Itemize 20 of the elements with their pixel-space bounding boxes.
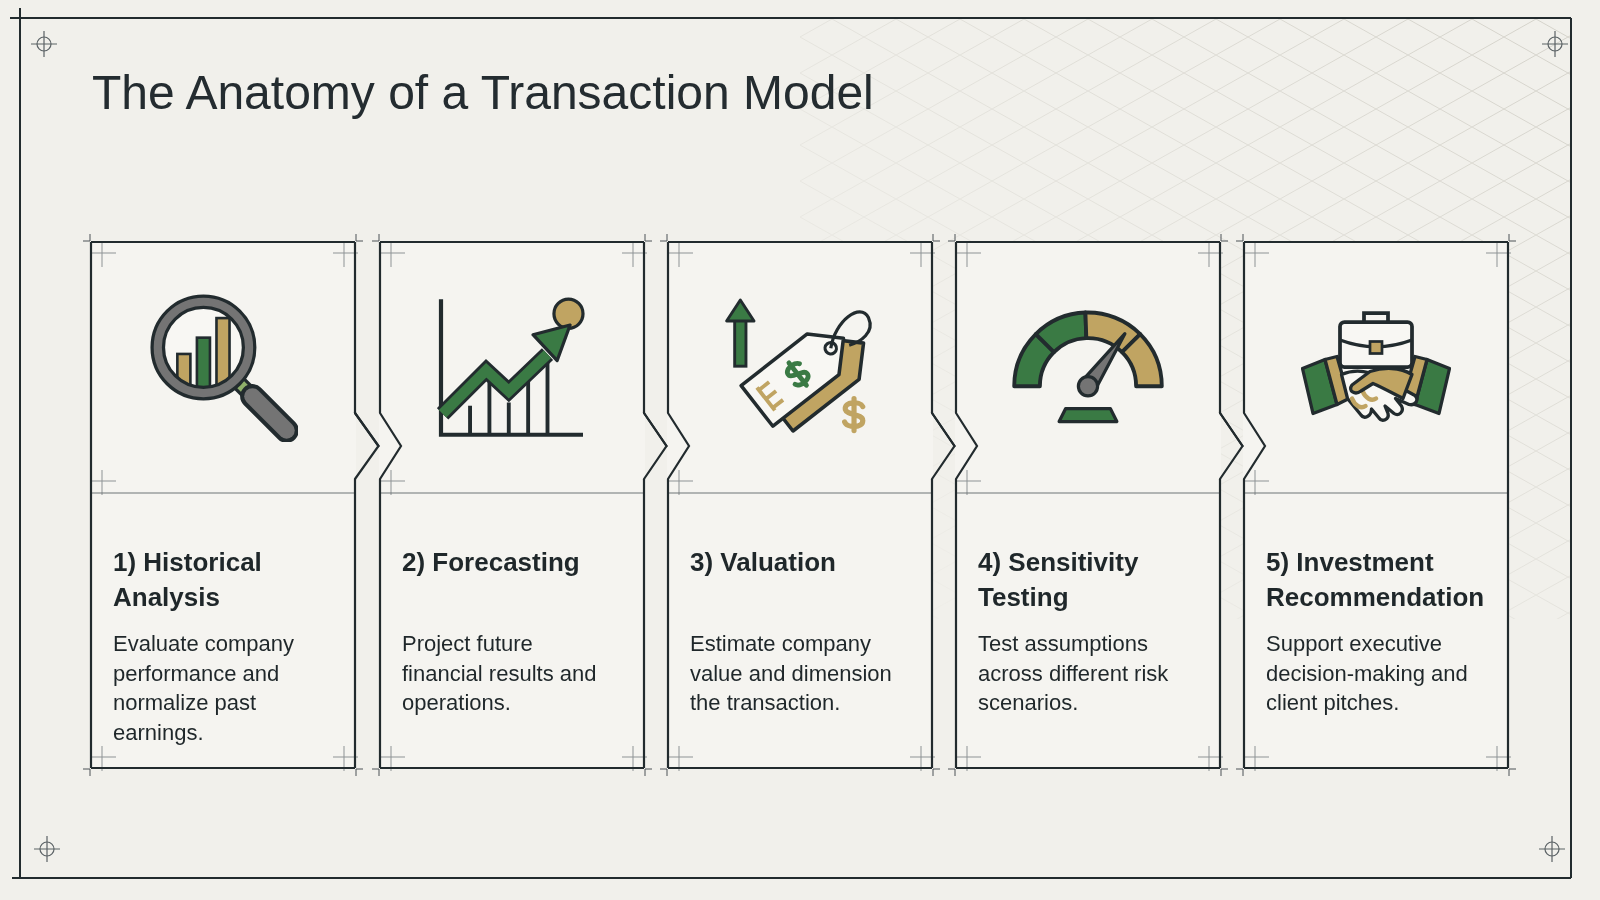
step-description: Evaluate company performance and normalize past earnings. xyxy=(113,630,295,747)
step-panel xyxy=(379,241,645,769)
step-description: Support executive decision-making and client pitches. xyxy=(1266,630,1469,717)
chevron-arrow xyxy=(642,411,668,481)
step-panel xyxy=(1243,241,1509,769)
step-title: 5) Investment Recommendation xyxy=(1266,546,1486,614)
step-description: Estimate company value and dimension the transaction. xyxy=(690,630,893,717)
step-description: Test assumptions across different risk scenarios. xyxy=(978,630,1170,717)
step-description: Project future financial results and operations. xyxy=(402,630,598,717)
step-panel xyxy=(955,241,1221,769)
step-title: 4) Sensitivity Testing xyxy=(978,546,1140,614)
step-panel xyxy=(667,241,933,769)
diagram-title: The Anatomy of a Transaction Model xyxy=(92,65,874,121)
chevron-arrow xyxy=(353,411,380,481)
chevron-arrow xyxy=(1218,411,1244,481)
step-panel xyxy=(90,241,356,769)
step-title: 3) Valuation xyxy=(690,546,837,579)
step-title: 2) Forecasting xyxy=(402,546,581,579)
chevron-arrow xyxy=(930,411,956,481)
step-title: 1) Historical Analysis xyxy=(113,546,263,614)
